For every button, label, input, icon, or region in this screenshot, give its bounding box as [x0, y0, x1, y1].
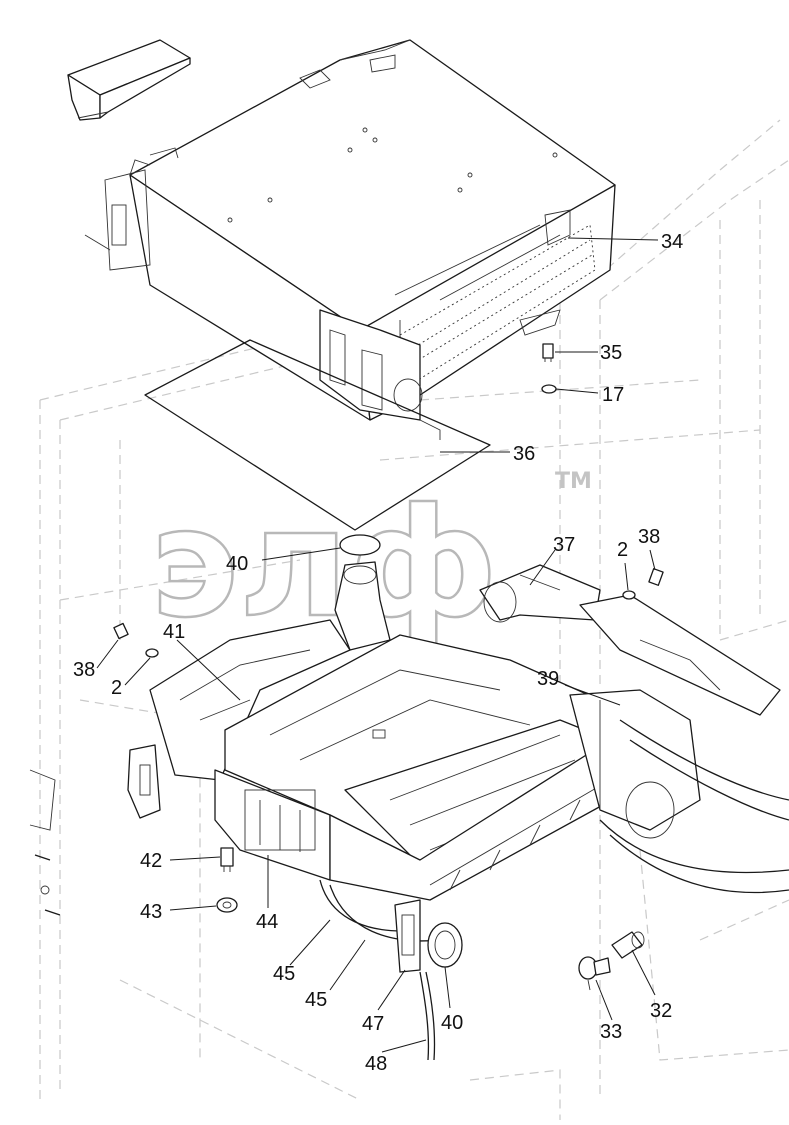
callout-38-left: 38: [73, 659, 95, 681]
watermark-trademark: TM: [555, 469, 592, 494]
ac-housing-part-34: [84, 39, 616, 440]
fitting-part-33: [578, 956, 611, 991]
callout-36: 36: [513, 443, 535, 465]
callout-2-right: 2: [617, 539, 628, 561]
callout-40-lower: 40: [441, 1012, 463, 1034]
screw-part-38-right: [648, 568, 664, 586]
callout-47: 47: [362, 1013, 384, 1035]
washer-part-17: [541, 384, 557, 394]
callout-43: 43: [140, 901, 162, 923]
callout-32: 32: [650, 1000, 672, 1022]
washer-part-43: [216, 897, 238, 913]
callout-41: 41: [163, 621, 185, 643]
callout-39: 39: [537, 668, 559, 690]
callout-45-first: 45: [273, 963, 295, 985]
cover-plate: [67, 39, 191, 121]
screw-part-38-left: [113, 622, 129, 640]
callout-35: 35: [600, 342, 622, 364]
washer-part-2-left: [145, 648, 159, 658]
left-side-parts: [29, 769, 61, 916]
duct-part-37: [479, 564, 781, 716]
evaporator-unit-assembly: [127, 619, 789, 973]
callout-42: 42: [140, 850, 162, 872]
leader-lines: [96, 237, 659, 1053]
callout-33: 33: [600, 1021, 622, 1043]
washer-part-2-right: [622, 590, 636, 600]
drain-hose-part-48: [419, 971, 436, 1061]
gasket-sheet-part-36: [144, 339, 491, 531]
callout-34: 34: [661, 231, 683, 253]
screw-part-42: [220, 847, 234, 872]
callout-45-second: 45: [305, 989, 327, 1011]
fitting-part-32: [611, 931, 645, 959]
callout-2-left: 2: [111, 677, 122, 699]
callout-17: 17: [602, 384, 624, 406]
callout-48: 48: [365, 1053, 387, 1075]
callout-44: 44: [256, 911, 278, 933]
callout-40-upper: 40: [226, 553, 248, 575]
callout-37: 37: [553, 534, 575, 556]
callout-labels: 34 35 17 36 40 37 2 38 41 38 2 39 42 43 …: [73, 231, 683, 1075]
callout-38-right: 38: [638, 526, 660, 548]
screw-part-35: [542, 343, 554, 362]
